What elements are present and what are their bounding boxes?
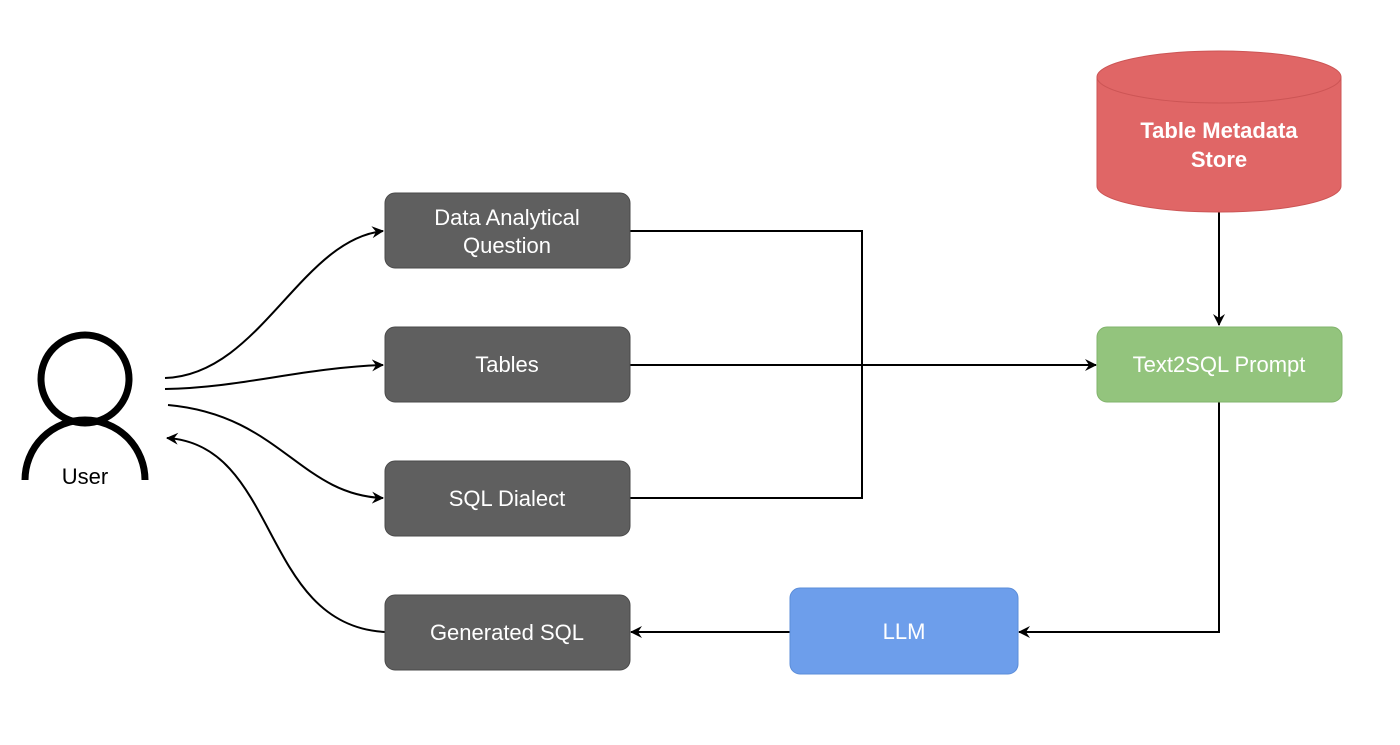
node-question-label-line2: Question (463, 233, 551, 258)
edges (164, 212, 1225, 638)
edge-user-to-dialect (167, 404, 384, 504)
node-prompt-label: Text2SQL Prompt (1133, 352, 1306, 377)
node-tables-label: Tables (475, 352, 539, 377)
edge-dialect-to-merge (630, 365, 863, 499)
node-text2sql-prompt: Text2SQL Prompt (1096, 326, 1343, 403)
node-llm-label: LLM (883, 619, 926, 644)
node-dialect-label: SQL Dialect (449, 486, 566, 511)
node-prompt-box (1096, 326, 1343, 403)
node-question-label-line1: Data Analytical (434, 205, 580, 230)
node-dialect-box (384, 460, 631, 537)
node-metadata-label-line2: Store (1191, 147, 1247, 172)
node-generated-sql: Generated SQL (384, 594, 631, 671)
node-sql-dialect: SQL Dialect (384, 460, 631, 537)
user-label: User (62, 464, 108, 489)
node-generated-sql-box (384, 594, 631, 671)
node-metadata-label-line1: Table Metadata (1140, 118, 1298, 143)
user-actor: User (21, 331, 149, 489)
user-icon-body (21, 416, 149, 481)
edge-user-to-question (164, 226, 384, 379)
node-question-box (384, 192, 631, 269)
node-table-metadata-store: Table Metadata Store (1096, 50, 1342, 213)
database-icon-body (1096, 76, 1342, 213)
node-llm-box (789, 587, 1019, 675)
node-llm: LLM (789, 587, 1019, 675)
edge-generated-sql-to-user (166, 432, 386, 633)
edge-prompt-to-llm (1018, 402, 1220, 638)
node-tables-box (384, 326, 631, 403)
database-icon-top (1096, 50, 1342, 104)
node-tables: Tables (384, 326, 631, 403)
user-icon-head (37, 331, 133, 427)
node-data-analytical-question: Data Analytical Question (384, 192, 631, 269)
edge-user-to-tables (164, 359, 384, 390)
edge-question-to-merge (630, 230, 863, 365)
node-generated-sql-label: Generated SQL (430, 620, 584, 645)
